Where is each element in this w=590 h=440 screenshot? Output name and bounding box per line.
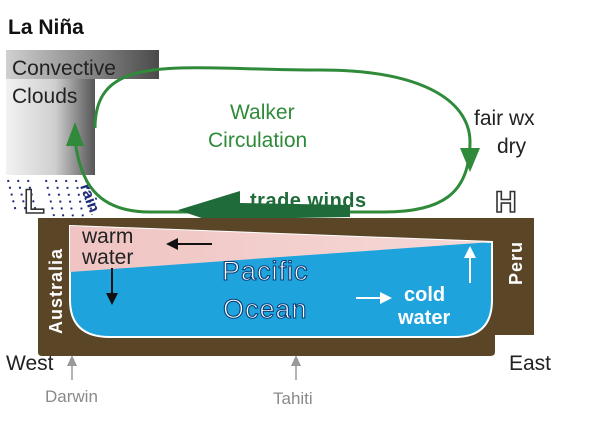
low-pressure-symbol: L bbox=[24, 183, 45, 221]
diagram-title: La Niña bbox=[8, 16, 84, 39]
cold-water-label: water bbox=[397, 307, 450, 329]
pacific-label: Pacific bbox=[222, 256, 309, 286]
walker-label-line2: Circulation bbox=[208, 129, 307, 152]
warm-label: warm bbox=[81, 225, 133, 248]
cold-label: cold bbox=[404, 284, 445, 306]
walker-circulation-loop bbox=[73, 66, 472, 214]
tahiti-label: Tahiti bbox=[273, 389, 313, 408]
trade-winds-label: trade winds bbox=[250, 190, 367, 212]
australia-label: Australia bbox=[46, 248, 66, 334]
west-label: West bbox=[6, 352, 54, 375]
warm-water-downward-arrow bbox=[106, 268, 118, 305]
warm-water-layer bbox=[70, 226, 492, 272]
warm-water-label: water bbox=[81, 246, 133, 269]
darwin-marker-arrow bbox=[67, 355, 77, 380]
walker-arrowhead-down bbox=[460, 148, 480, 172]
convective-clouds-label-line1: Convective bbox=[12, 57, 116, 80]
upwelling-arrow bbox=[464, 246, 476, 283]
east-label: East bbox=[509, 352, 551, 375]
ocean-basin bbox=[38, 218, 534, 356]
convective-cloud bbox=[6, 50, 159, 175]
walker-label-line1: Walker bbox=[230, 101, 295, 124]
tahiti-marker-arrow bbox=[291, 355, 301, 380]
rain-dashes bbox=[7, 179, 93, 223]
fair-wx-label: fair wx bbox=[474, 107, 535, 130]
darwin-label: Darwin bbox=[45, 387, 98, 406]
cold-water-eastward-arrow bbox=[356, 292, 392, 304]
warm-water-westward-arrow bbox=[166, 238, 212, 250]
walker-arrowhead-up bbox=[66, 122, 84, 146]
peru-label: Peru bbox=[506, 241, 526, 285]
high-pressure-symbol: H bbox=[495, 186, 517, 219]
convective-clouds-label-line2: Clouds bbox=[12, 85, 77, 108]
dry-label: dry bbox=[497, 135, 527, 158]
ocean-label: Ocean bbox=[223, 294, 308, 324]
